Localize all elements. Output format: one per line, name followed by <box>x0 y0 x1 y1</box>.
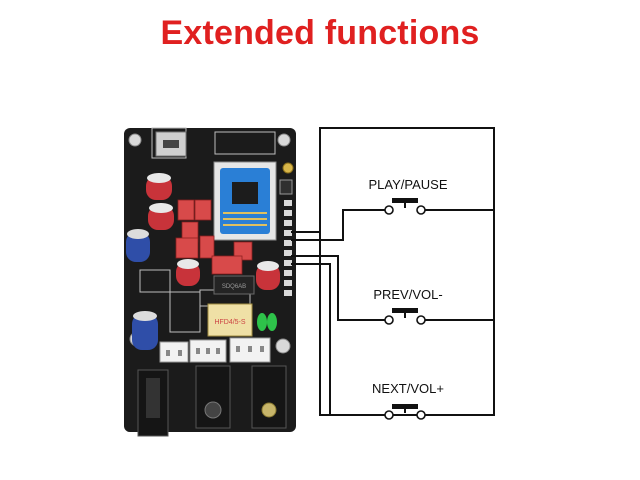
audio-jack-hole <box>261 402 277 418</box>
capacitor-red <box>256 261 280 290</box>
wire-play-pause <box>291 209 388 241</box>
small-connector <box>279 179 293 195</box>
relay-marking: HFD4/5-S <box>214 319 245 326</box>
capacitor-blue <box>126 229 150 262</box>
jst-connector <box>229 337 271 363</box>
audio-jack <box>251 365 287 429</box>
button-play-pause <box>384 198 426 215</box>
capacitor-red <box>146 173 172 200</box>
capacitor-red <box>176 259 200 286</box>
amplifier-chip-marking: SDQ6AB <box>222 284 246 290</box>
capacitor-red <box>148 203 174 230</box>
led-green <box>267 313 277 331</box>
amplifier-board: SDQ6AB HFD4/5-S <box>124 127 296 437</box>
mount-hole <box>128 133 142 147</box>
button-prev <box>384 308 426 325</box>
pin-header <box>284 200 292 296</box>
relay <box>207 303 253 337</box>
button-next <box>384 404 426 420</box>
film-capacitors <box>175 199 253 275</box>
label-prev: PREV/VOL- <box>373 287 442 302</box>
dc-jack-inner <box>146 378 160 418</box>
jst-connector <box>159 341 189 363</box>
wire-next <box>291 263 331 415</box>
jst-connector <box>189 339 227 363</box>
mount-hole <box>275 338 291 354</box>
bluetooth-pads <box>223 212 267 226</box>
page-title: Extended functions <box>160 14 480 52</box>
usb-port-inner <box>163 140 179 148</box>
audio-jack <box>195 365 231 429</box>
led-green <box>257 313 267 331</box>
label-next: NEXT/VOL+ <box>372 381 444 396</box>
wires <box>291 127 495 416</box>
antenna-connector <box>282 162 294 174</box>
label-play-pause: PLAY/PAUSE <box>369 177 448 192</box>
wire-prev <box>291 255 388 321</box>
bluetooth-chip <box>232 182 258 204</box>
capacitor-blue <box>132 311 158 350</box>
audio-jack-hole <box>204 401 222 419</box>
wire-common <box>291 127 495 416</box>
mount-hole <box>277 133 291 147</box>
amplifier-chip <box>213 275 255 295</box>
